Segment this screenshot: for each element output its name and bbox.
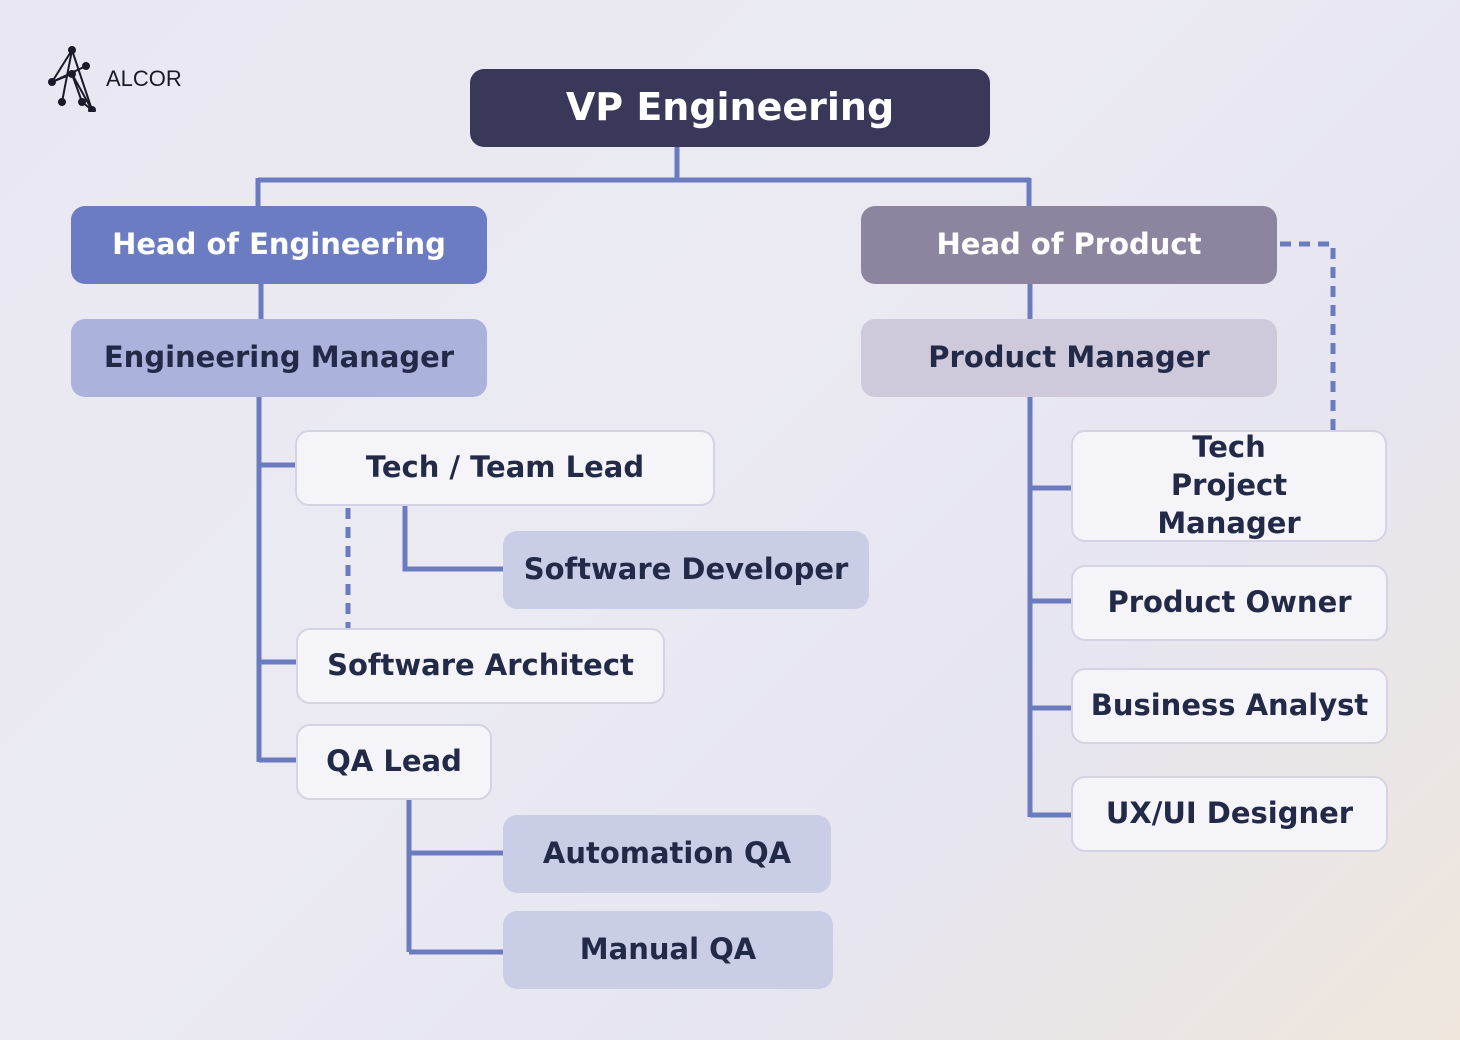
node-tech-project-manager: Tech Project Manager (1071, 430, 1387, 542)
node-head-of-engineering: Head of Engineering (71, 206, 487, 284)
node-software-architect: Software Architect (296, 628, 665, 704)
node-qa-lead: QA Lead (296, 724, 492, 800)
node-ux-ui-designer: UX/UI Designer (1071, 776, 1388, 852)
node-product-manager: Product Manager (861, 319, 1277, 397)
connector-techlead-dev (402, 506, 503, 572)
node-engineering-manager: Engineering Manager (71, 319, 487, 397)
node-business-analyst: Business Analyst (1071, 668, 1388, 744)
logo-text: ALCOR (106, 66, 182, 91)
node-automation-qa: Automation QA (503, 815, 831, 893)
connector-qa-children (406, 800, 503, 955)
connector-pm-children (1027, 397, 1071, 818)
node-software-developer: Software Developer (503, 531, 869, 609)
connector-em-children (256, 397, 296, 763)
connector-vp (255, 147, 1032, 206)
node-product-owner: Product Owner (1071, 565, 1388, 641)
constellation-icon (48, 46, 96, 112)
node-head-of-product: Head of Product (861, 206, 1277, 284)
dashed-headproduct-tpm (1280, 241, 1336, 430)
alcor-logo: ALCOR (46, 46, 182, 112)
node-manual-qa: Manual QA (503, 911, 833, 989)
node-tech-team-lead: Tech / Team Lead (295, 430, 715, 506)
node-vp-engineering: VP Engineering (470, 69, 990, 147)
